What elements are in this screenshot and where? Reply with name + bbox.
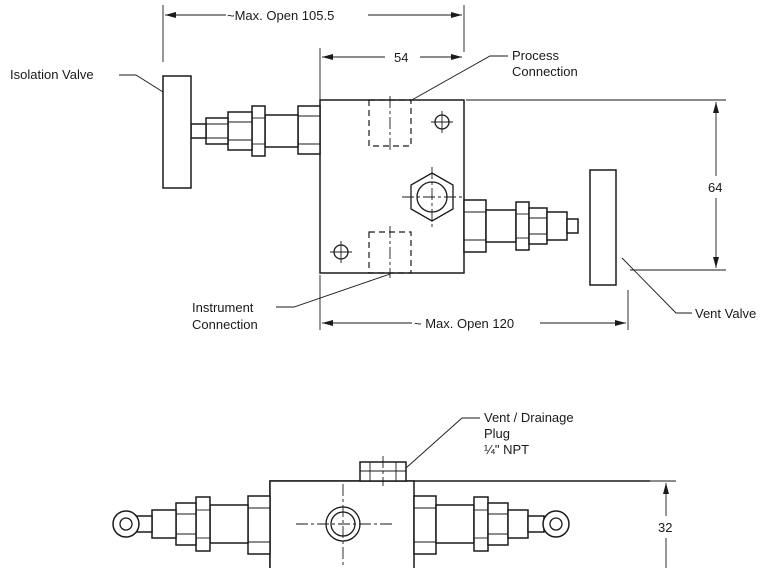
- isolation-valve-handle: [162, 75, 192, 189]
- dimension-height-32: 32: [414, 480, 676, 568]
- callout-isolation-valve: Isolation Valve: [10, 67, 164, 93]
- vent-plug-label-line1: Vent / Drainage: [484, 410, 574, 425]
- front-view: 32: [112, 410, 676, 568]
- dimension-height-64: 64: [466, 99, 726, 271]
- instrument-connection-label-line1: Instrument: [192, 300, 254, 315]
- dimension-open-left: ~Max. Open 105.5: [162, 5, 465, 62]
- dimension-open-left-label: ~Max. Open 105.5: [227, 8, 334, 23]
- bolt-hole-bottom-left: [330, 241, 352, 263]
- front-centre-port: [296, 484, 392, 568]
- dimension-open-right-label: ~ Max. Open 120: [414, 316, 514, 331]
- centre-hex-plug: [402, 167, 462, 227]
- dimension-open-right: ~ Max. Open 120: [319, 275, 629, 331]
- top-view: ~Max. Open 105.5 54 64: [10, 5, 756, 332]
- callout-process-connection: Process Connection: [409, 48, 578, 102]
- vent-plug-label-line3: ¼" NPT: [484, 442, 529, 457]
- callout-vent-valve: Vent Valve: [621, 257, 756, 321]
- front-manifold-body: [269, 480, 415, 568]
- vent-valve-handle: [589, 169, 617, 286]
- process-connection-port: [368, 96, 412, 152]
- callout-instrument-connection: Instrument Connection: [192, 273, 391, 332]
- bolt-hole-top-right: [431, 111, 453, 133]
- instrument-connection-label-line2: Connection: [192, 317, 258, 332]
- front-right-valve: [413, 495, 570, 555]
- vent-plug-label-line2: Plug: [484, 426, 510, 441]
- process-connection-label-line1: Process: [512, 48, 559, 63]
- isolation-valve: [162, 75, 321, 189]
- dimension-width-54: 54: [319, 48, 462, 100]
- vent-valve-label: Vent Valve: [695, 306, 756, 321]
- callout-vent-drainage-plug: Vent / Drainage Plug ¼" NPT: [405, 410, 574, 469]
- dimension-width-54-label: 54: [394, 50, 408, 65]
- dimension-height-64-label: 64: [708, 180, 722, 195]
- vent-drainage-plug: [359, 456, 407, 486]
- front-left-valve: [112, 495, 271, 555]
- isolation-valve-label: Isolation Valve: [10, 67, 94, 82]
- dimension-height-32-label: 32: [658, 520, 672, 535]
- vent-valve: [463, 169, 617, 286]
- process-connection-label-line2: Connection: [512, 64, 578, 79]
- instrument-connection-port: [368, 226, 412, 278]
